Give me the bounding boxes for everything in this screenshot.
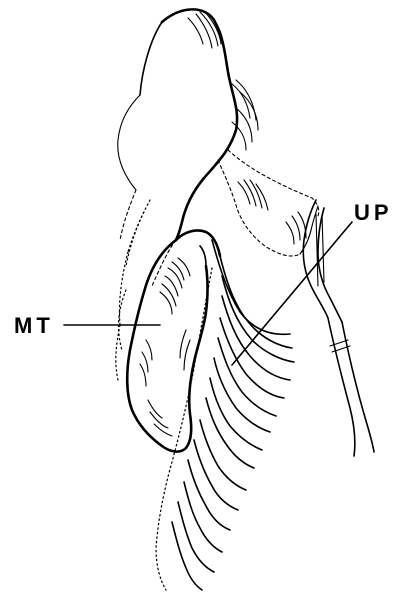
upper-cartilage-outline [118, 9, 237, 240]
up-label: UP [354, 200, 393, 225]
mt-label: MT [14, 313, 54, 338]
middle-cartilage-hatching [238, 180, 306, 244]
lower-contour [156, 268, 212, 590]
upper-cartilage-hatching [188, 12, 258, 150]
